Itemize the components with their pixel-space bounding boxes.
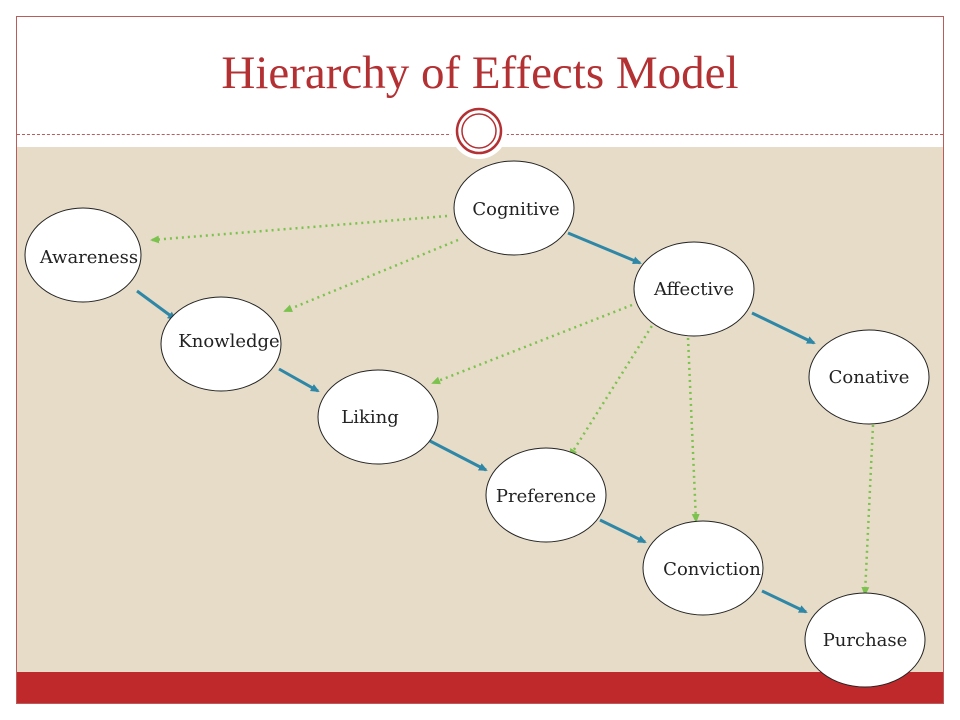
- arrow-preference-to-conviction: [599, 518, 647, 544]
- arrow-knowledge-to-liking: [278, 367, 320, 393]
- node-preference-label: Preference: [496, 486, 596, 507]
- arrow-conviction-to-purchase: [761, 589, 808, 614]
- node-conative: Conative: [808, 329, 930, 425]
- node-preference: Preference: [485, 447, 607, 543]
- arrow-cognitive-to-affective: [567, 231, 642, 265]
- node-purchase-label: Purchase: [823, 630, 908, 651]
- dotted-arrow-affective-to-liking: [431, 303, 633, 385]
- node-conative-label: Conative: [829, 367, 910, 388]
- node-awareness-label: Awareness: [39, 247, 138, 268]
- dotted-arrow-conative-to-purchase: [861, 424, 875, 596]
- dotted-arrow-affective-to-preference: [568, 320, 657, 458]
- node-affective: Affective: [633, 241, 755, 337]
- node-purchase: Purchase: [804, 592, 926, 688]
- slide-title: Hierarchy of Effects Model: [221, 47, 739, 99]
- node-affective-label: Affective: [653, 279, 734, 300]
- dotted-arrow-cognitive-to-awareness: [150, 214, 448, 244]
- node-liking-label: Liking: [341, 407, 399, 428]
- node-cognitive-label: Cognitive: [472, 199, 559, 220]
- dotted-arrow-affective-to-conviction: [686, 337, 700, 523]
- node-cognitive: Cognitive: [453, 160, 575, 256]
- node-conviction-label: Conviction: [663, 559, 761, 580]
- circle-ring-icon: [451, 103, 507, 159]
- node-liking: Liking: [317, 369, 439, 465]
- arrow-liking-to-preference: [429, 439, 488, 472]
- footer-accent-bar: [17, 672, 943, 703]
- node-conviction: Conviction: [642, 520, 764, 616]
- arrow-affective-to-conative: [751, 311, 816, 345]
- arrow-awareness-to-knowledge: [136, 289, 177, 321]
- node-knowledge: Knowledge: [160, 296, 282, 392]
- node-awareness: Awareness: [24, 207, 142, 303]
- dotted-arrow-cognitive-to-knowledge: [283, 238, 459, 313]
- node-knowledge-label: Knowledge: [178, 331, 279, 352]
